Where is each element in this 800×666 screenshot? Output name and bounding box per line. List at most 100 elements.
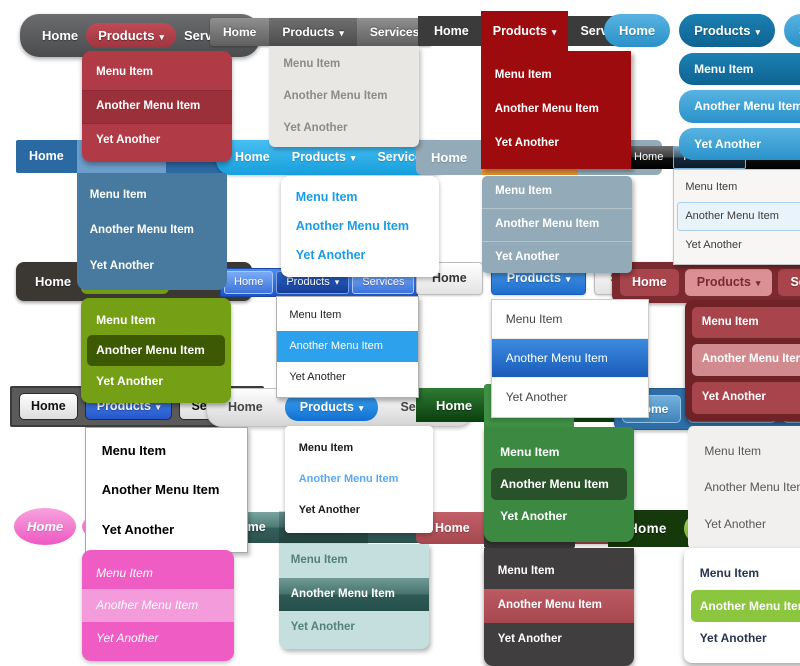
nav-item-home[interactable]: Home: [416, 262, 483, 295]
dropdown-item[interactable]: Yet Another: [691, 382, 800, 414]
dropdown-item[interactable]: Another Menu Item: [101, 482, 220, 498]
dropdown-item[interactable]: Another Menu Item: [679, 90, 800, 123]
nav-item-home[interactable]: Home: [35, 274, 72, 289]
dropdown-item[interactable]: Menu Item: [96, 313, 156, 327]
dropdown-item[interactable]: Yet Another: [89, 260, 154, 273]
dropdown-item[interactable]: Yet Another: [283, 121, 348, 134]
dropdown-item[interactable]: Menu Item: [298, 441, 354, 454]
nav-item-home[interactable]: Home: [42, 28, 79, 43]
nav-item-home[interactable]: Home: [620, 269, 679, 296]
dropdown-item[interactable]: Menu Item: [494, 69, 552, 82]
caret-down-icon: ▾: [551, 26, 557, 37]
nav-item-home[interactable]: Home: [228, 400, 263, 414]
dropdown-item[interactable]: Another Menu Item: [278, 577, 429, 612]
nav-item-products[interactable]: Products▾: [269, 18, 357, 46]
nav-item-services[interactable]: Services: [784, 14, 800, 47]
dropdown-item[interactable]: Menu Item: [290, 553, 348, 566]
nav-item-home[interactable]: Home: [436, 397, 473, 413]
products-wrap: Products▾ Menu Item Another Menu Item Ye…: [82, 23, 233, 163]
nav-item-home[interactable]: Home: [431, 150, 468, 165]
nav-item-products-label: Products: [98, 28, 155, 43]
nav-item-home[interactable]: Home: [235, 150, 270, 164]
dropdown-item[interactable]: Menu Item: [691, 306, 800, 339]
dropdown-item[interactable]: Menu Item: [497, 565, 555, 578]
dropdown-item[interactable]: Yet Another: [495, 250, 560, 263]
dropdown-item[interactable]: Another Menu Item: [704, 480, 800, 495]
dropdown-item[interactable]: Another Menu Item: [87, 335, 226, 366]
dropdown-item[interactable]: Yet Another: [500, 509, 568, 524]
products-wrap: Products▾ Menu Item Another Menu Item Ye…: [280, 142, 439, 277]
dropdown-item[interactable]: Menu Item: [699, 566, 760, 581]
dropdown-item[interactable]: Yet Another: [704, 516, 766, 531]
nav-item-home[interactable]: Home: [634, 151, 664, 163]
dropdown-item[interactable]: Menu Item: [679, 53, 800, 86]
caret-down-icon: ▾: [155, 402, 161, 412]
dropdown-item[interactable]: Menu Item: [500, 444, 560, 459]
dropdown-item[interactable]: Yet Another: [96, 373, 164, 388]
caret-down-icon: ▾: [755, 27, 760, 37]
dropdown-menu: Menu Item Another Menu Item Yet Another: [484, 426, 635, 542]
nav-item-home[interactable]: Home: [14, 508, 77, 545]
dropdown-item[interactable]: Yet Another: [497, 632, 562, 645]
dropdown-item[interactable]: Another Menu Item: [295, 218, 409, 233]
dropdown-menu: Menu Item Another Menu Item Yet Another: [280, 175, 439, 277]
dropdown-item[interactable]: Another Menu Item: [82, 89, 233, 124]
dropdown-item[interactable]: Yet Another: [679, 127, 800, 161]
nav-item-home[interactable]: Home: [19, 393, 78, 420]
dropdown-item[interactable]: Another Menu Item: [691, 344, 800, 377]
dropdown-item[interactable]: Another Menu Item: [491, 467, 628, 501]
dropdown-item[interactable]: Yet Another: [289, 371, 346, 384]
dropdown-item[interactable]: Menu Item: [283, 58, 341, 70]
dropdown-item[interactable]: Another Menu Item: [283, 89, 388, 102]
dropdown-item[interactable]: Yet Another: [298, 503, 361, 516]
dropdown-item[interactable]: Yet Another: [699, 631, 767, 646]
dropdown-item[interactable]: Yet Another: [494, 136, 559, 149]
dropdown-item[interactable]: Menu Item: [289, 309, 342, 321]
dropdown-item[interactable]: Another Menu Item: [82, 589, 235, 622]
dropdown-item[interactable]: Another Menu Item: [494, 103, 599, 116]
dropdown-item[interactable]: Yet Another: [685, 239, 742, 252]
dropdown-item[interactable]: Another Menu Item: [690, 589, 800, 623]
nav-item-products[interactable]: Products▾: [281, 142, 367, 173]
nav-item-home[interactable]: Home: [604, 14, 671, 47]
nav-item-home[interactable]: Home: [224, 271, 274, 294]
dropdown-item[interactable]: Menu Item: [101, 442, 167, 458]
nav-item-home[interactable]: Home: [29, 149, 64, 163]
nav-item-home[interactable]: Home: [223, 25, 257, 39]
dropdown-item[interactable]: Yet Another: [96, 630, 159, 645]
dropdown-item[interactable]: Yet Another: [96, 133, 161, 146]
dropdown-item[interactable]: Another Menu Item: [277, 331, 419, 363]
dropdown-item[interactable]: Yet Another: [505, 390, 568, 405]
dropdown-item[interactable]: Another Menu Item: [483, 589, 634, 623]
nav-item-products[interactable]: Products▾: [86, 23, 176, 48]
dropdown-item[interactable]: Menu Item: [491, 300, 648, 339]
dropdown-item[interactable]: Menu Item: [89, 188, 147, 201]
dropdown-menu: Menu Item Another Menu Item Yet Another: [673, 169, 800, 265]
caret-down-icon: ▾: [339, 28, 344, 38]
nav-item-products[interactable]: Products▾: [284, 394, 379, 421]
dropdown-item[interactable]: Yet Another: [290, 621, 355, 634]
dropdown-item[interactable]: Another Menu Item: [89, 224, 194, 237]
nav-item-services[interactable]: Services: [778, 269, 800, 296]
dropdown-item[interactable]: Menu Item: [96, 66, 153, 78]
dropdown-item[interactable]: Yet Another: [101, 521, 175, 537]
nav-item-home[interactable]: Home: [435, 520, 470, 535]
dropdown-item[interactable]: Another Menu Item: [491, 338, 648, 379]
nav-item-products[interactable]: Products▾: [684, 269, 773, 296]
dropdown-item[interactable]: Yet Another: [295, 247, 366, 262]
nav-item-home[interactable]: Home: [434, 23, 469, 38]
dropdown-item[interactable]: Menu Item: [482, 176, 633, 209]
dropdown-item[interactable]: Another Menu Item: [677, 202, 800, 232]
dropdown-item[interactable]: Another Menu Item: [298, 472, 399, 485]
nav-item-products[interactable]: Products▾: [480, 10, 569, 52]
caret-down-icon: ▾: [334, 277, 340, 287]
nav-item-products-label: Products: [694, 23, 751, 38]
nav-item-home[interactable]: Home: [628, 520, 667, 536]
dropdown-item[interactable]: Menu Item: [704, 444, 762, 458]
dropdown-item[interactable]: Menu Item: [295, 189, 358, 204]
dropdown-item[interactable]: Menu Item: [96, 566, 153, 580]
nav-item-services[interactable]: Services: [369, 25, 420, 39]
dropdown-item[interactable]: Another Menu Item: [482, 209, 633, 242]
nav-item-products[interactable]: Products ▾: [679, 14, 775, 47]
dropdown-item[interactable]: Menu Item: [685, 181, 738, 193]
